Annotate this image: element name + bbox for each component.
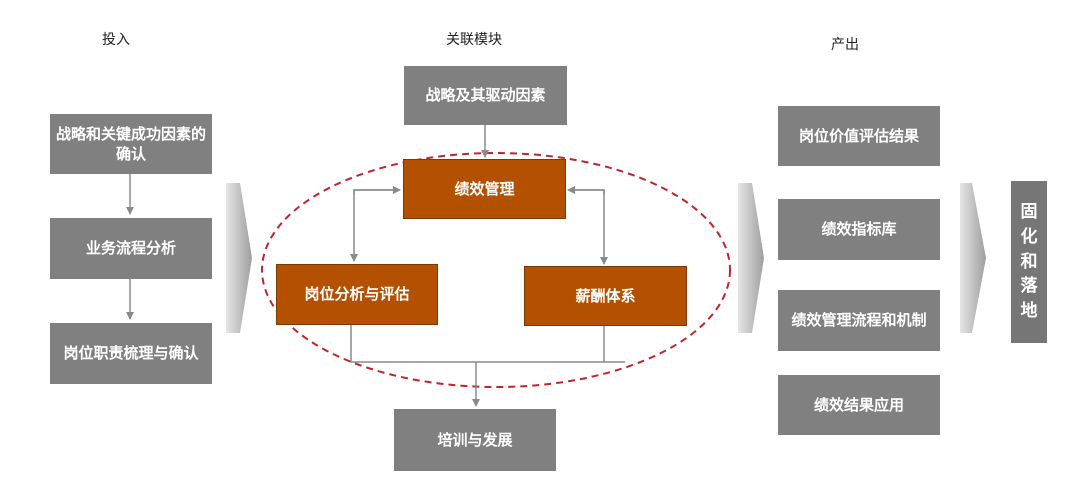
- module-strategy-box: 战略及其驱动因素: [404, 66, 567, 125]
- header-modules: 关联模块: [446, 32, 502, 48]
- performance-compensation-link: [570, 189, 608, 265]
- performance-compensation-link-back: [567, 186, 605, 195]
- chevron-arrow-1: [226, 183, 252, 333]
- performance-job-analysis-link: [350, 189, 398, 262]
- header-input: 投入: [102, 32, 130, 48]
- header-output: 产出: [831, 37, 859, 53]
- chevron-arrow-3: [960, 183, 986, 333]
- final-implementation-box: 固化和落地: [1011, 181, 1047, 343]
- performance-job-analysis-link-back: [353, 186, 401, 195]
- output-box-result-application: 绩效结果应用: [778, 375, 940, 435]
- module-compensation-box: 薪酬体系: [524, 266, 687, 326]
- output-box-process-mechanism: 绩效管理流程和机制: [778, 290, 940, 351]
- module-job-analysis-box: 岗位分析与评估: [276, 264, 438, 325]
- module-training-box: 培训与发展: [394, 409, 556, 471]
- chevron-arrow-2: [738, 183, 764, 333]
- input-box-strategy: 战略和关键成功因素的确认: [50, 114, 212, 174]
- modules-ellipse: [261, 152, 731, 388]
- module-performance-box: 绩效管理: [403, 159, 566, 219]
- input-box-process: 业务流程分析: [50, 218, 212, 279]
- output-box-job-value: 岗位价值评估结果: [778, 106, 940, 166]
- job-analysis-drop-line: [350, 325, 625, 363]
- output-box-kpi-library: 绩效指标库: [778, 199, 940, 260]
- input-box-duties: 岗位职责梳理与确认: [50, 323, 212, 384]
